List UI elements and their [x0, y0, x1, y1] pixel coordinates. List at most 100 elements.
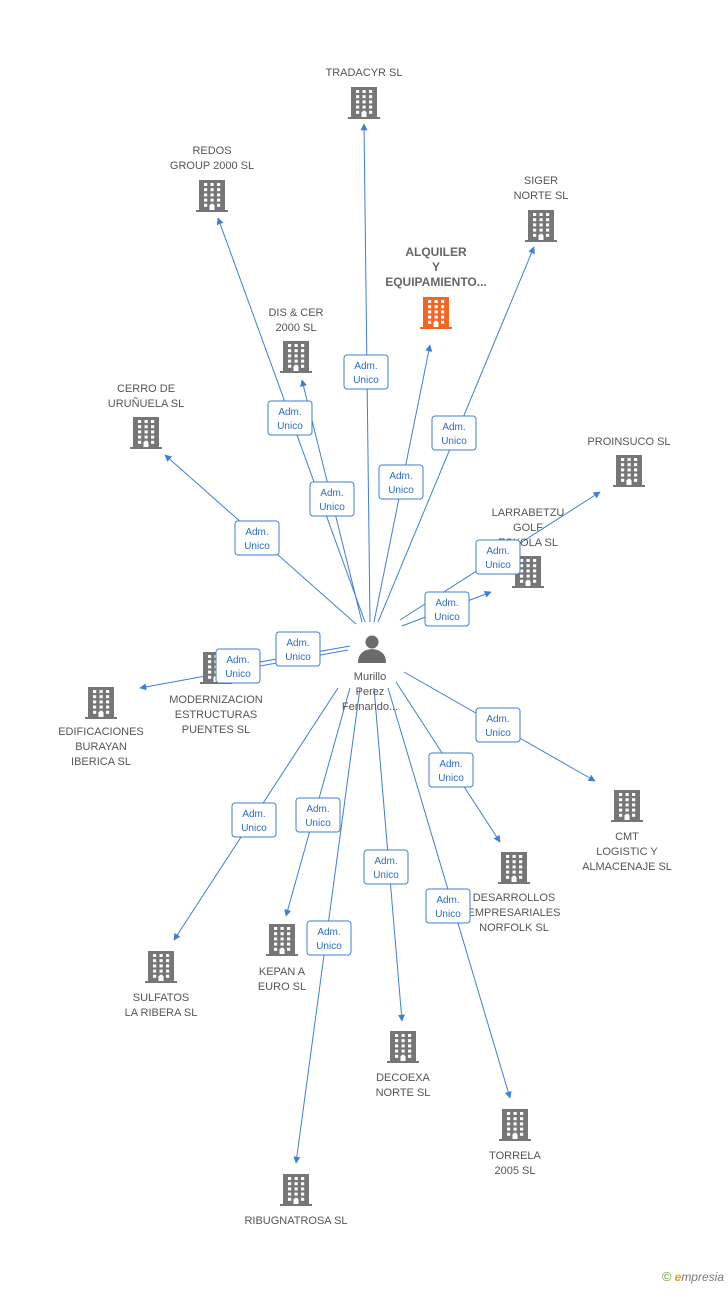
edge-label-edificaciones[interactable]: Adm.Unico: [215, 648, 261, 684]
brand-initial: e: [674, 1270, 682, 1284]
edge-label-redos[interactable]: Adm.Unico: [267, 400, 313, 436]
edge-label-proinsuco[interactable]: Adm.Unico: [475, 539, 521, 575]
edge-label-text: Adm.Unico: [373, 856, 399, 881]
company-node-decoexa[interactable]: DECOEXA NORTE SL: [376, 1031, 431, 1099]
building-icon: [280, 1174, 312, 1206]
building-icon: [130, 417, 162, 449]
edge-label-cmt[interactable]: Adm.Unico: [475, 707, 521, 743]
edge-label-text: Adm.Unico: [244, 527, 270, 552]
edge-label-text: Adm.Unico: [388, 471, 414, 496]
edge-label-text: Adm.Unico: [319, 488, 345, 513]
edge-label-modernizacion[interactable]: Adm.Unico: [275, 631, 321, 667]
building-icon: [499, 1109, 531, 1141]
company-label-line: REDOS: [192, 145, 231, 157]
company-label-line: SULFATOS: [133, 992, 189, 1004]
company-label-line: SIGER: [524, 175, 558, 187]
edge-label-torrela[interactable]: Adm.Unico: [425, 888, 471, 924]
edge-label-cerro[interactable]: Adm.Unico: [234, 520, 280, 556]
edge-label-sulfatos[interactable]: Adm.Unico: [231, 802, 277, 838]
company-label-tradacyr: TRADACYR SL: [325, 67, 402, 79]
company-label-line: URUÑUELA SL: [108, 397, 184, 410]
building-icon: [613, 455, 645, 487]
company-label-decoexa: DECOEXA NORTE SL: [376, 1072, 431, 1099]
company-label-line: GOLF: [513, 522, 543, 534]
edge-label-text: Adm.Unico: [305, 804, 331, 829]
company-label-line: 2005 SL: [495, 1165, 536, 1177]
edge-label-larrabetzu[interactable]: Adm.Unico: [424, 591, 470, 627]
company-label-torrela: TORRELA 2005 SL: [489, 1150, 541, 1177]
company-label-line: ALQUILER: [405, 245, 467, 259]
company-label-line: EMPRESARIALES: [468, 907, 561, 919]
edge-label-siger[interactable]: Adm.Unico: [431, 415, 477, 451]
edge-label-tradacyr[interactable]: Adm.Unico: [343, 354, 389, 390]
company-label-line: EDIFICACIONES: [58, 726, 144, 738]
company-label-line: TORRELA: [489, 1150, 541, 1162]
edge-label-text: Adm.Unico: [485, 546, 511, 571]
edge-label-text: Adm.Unico: [438, 759, 464, 784]
company-label-line: MODERNIZACION: [169, 694, 263, 706]
company-label-line: ESTRUCTURAS: [175, 709, 258, 721]
company-node-torrela[interactable]: TORRELA 2005 SL: [489, 1109, 542, 1177]
company-label-line: TRADACYR SL: [325, 67, 402, 79]
company-label-line: DECOEXA: [376, 1072, 430, 1084]
person-icon: [358, 635, 386, 663]
company-label-line: IBERICA SL: [71, 756, 131, 768]
company-node-cerro[interactable]: CERRO DE URUÑUELA SL: [108, 383, 184, 449]
building-icon: [498, 852, 530, 884]
edge-label-desarrollos[interactable]: Adm.Unico: [428, 752, 474, 788]
company-label-line: LOGISTIC Y: [596, 846, 658, 858]
edge-label-kepan[interactable]: Adm.Unico: [295, 797, 341, 833]
footer-brand[interactable]: ©empresia: [662, 1269, 724, 1284]
company-label-line: CERRO DE: [117, 383, 175, 395]
company-label-line: EQUIPAMIENTO...: [385, 275, 487, 289]
company-label-ribugnatrosa: RIBUGNATROSA SL: [244, 1215, 347, 1227]
building-icon: [280, 341, 312, 373]
company-label-line: ALMACENAJE SL: [582, 861, 672, 873]
brand-name: mpresia: [681, 1270, 724, 1284]
edge-label-discer[interactable]: Adm.Unico: [309, 481, 355, 517]
company-label-line: PROINSUCO SL: [587, 436, 670, 448]
company-node-tradacyr[interactable]: TRADACYR SL: [325, 67, 403, 119]
edge-label-decoexa[interactable]: Adm.Unico: [363, 849, 409, 885]
company-label-line: RIBUGNATROSA SL: [244, 1215, 347, 1227]
building-icon: [387, 1031, 419, 1063]
building-icon: [348, 87, 380, 119]
edge-label-text: Adm.Unico: [225, 655, 251, 680]
company-label-line: NORFOLK SL: [479, 922, 549, 934]
building-icon: [145, 951, 177, 983]
building-icon: [85, 687, 117, 719]
edge-label-text: Adm.Unico: [434, 598, 460, 623]
building-icon: [196, 180, 228, 212]
company-label-line: NORTE SL: [376, 1087, 431, 1099]
edge-label-ribugnatrosa[interactable]: Adm.Unico: [306, 920, 352, 956]
copyright-symbol: ©: [662, 1269, 672, 1284]
edge-label-alquiler[interactable]: Adm.Unico: [378, 464, 424, 500]
company-node-proinsuco[interactable]: PROINSUCO SL: [587, 436, 671, 487]
company-node-ribugnatrosa[interactable]: RIBUGNATROSA SL: [244, 1174, 348, 1227]
company-label-line: PUENTES SL: [182, 724, 250, 736]
building-icon: [611, 790, 643, 822]
company-label-line: EURO SL: [258, 981, 306, 993]
